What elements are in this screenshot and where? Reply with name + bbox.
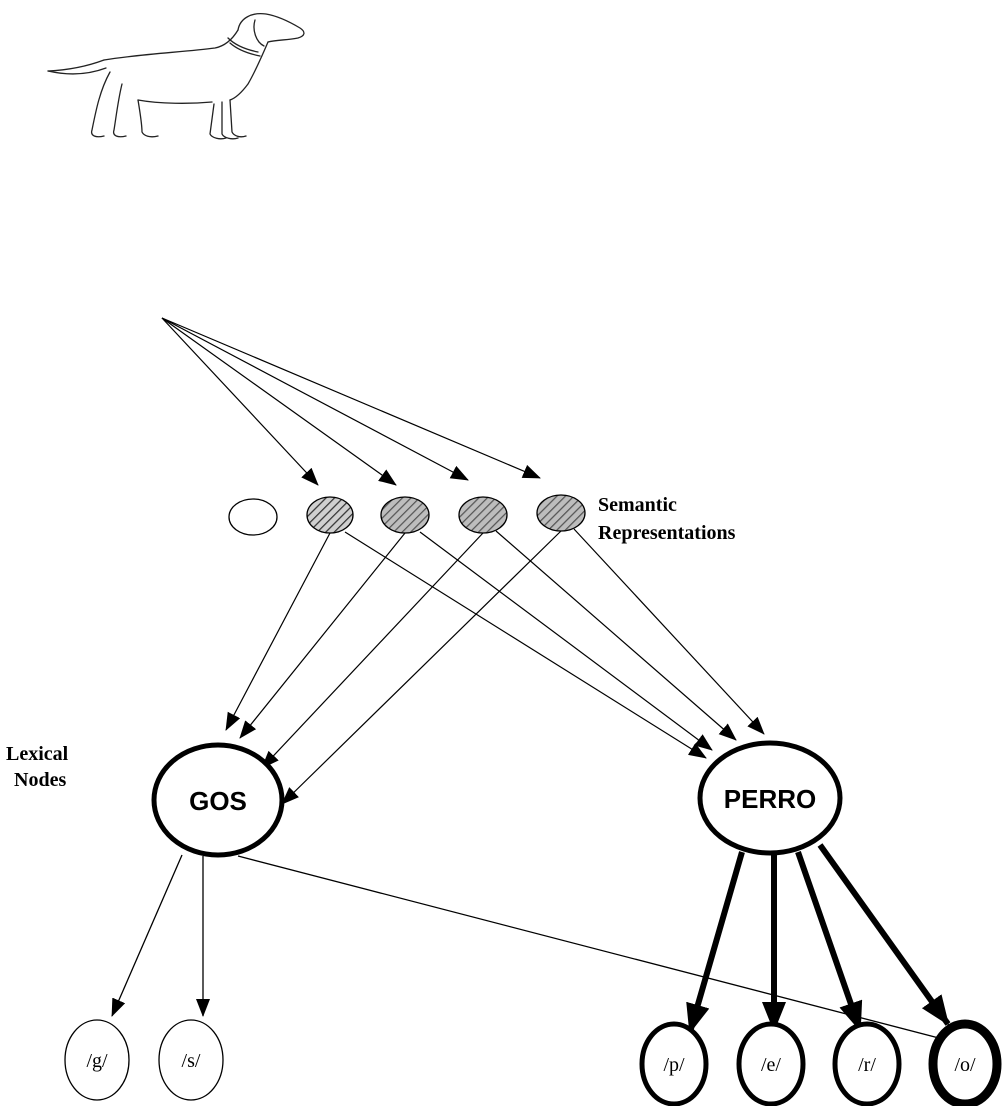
arrow-picture-sem4 — [161, 317, 541, 479]
arrow-perro-p — [686, 851, 745, 1034]
semantic-node-2 — [380, 496, 430, 534]
semantic-label-line2: Representations — [598, 522, 736, 544]
phoneme-node-p — [639, 1021, 709, 1106]
semantic-to-lexical-arrows — [225, 528, 765, 805]
lexical-node-gos-label: GOS — [189, 786, 247, 816]
arrow-sem4-gos — [281, 530, 562, 805]
lexical-node-gos — [151, 742, 285, 858]
semantic-node-1 — [306, 496, 354, 534]
lexical-label-line1: Lexical — [6, 743, 69, 765]
arrow-sem3-perro — [495, 530, 737, 741]
lexical-label-line2: Nodes — [14, 769, 66, 791]
phoneme-node-e — [736, 1021, 806, 1106]
semantic-node-4 — [536, 494, 586, 532]
picture-to-semantic-arrows — [161, 317, 541, 486]
phoneme-node-s — [158, 1019, 224, 1101]
arrow-sem1-perro — [344, 531, 707, 759]
lexical-node-perro — [697, 740, 843, 856]
arrow-sem4-perro — [573, 528, 765, 735]
arrow-perro-o — [817, 843, 951, 1026]
arrow-gos-o — [237, 855, 986, 1051]
arrow-sem2-perro — [419, 531, 713, 751]
arrow-picture-sem2 — [161, 317, 397, 486]
dog-icon — [47, 12, 305, 140]
arrow-gos-g — [111, 854, 183, 1017]
lexical-node-perro-label: PERRO — [724, 784, 816, 814]
phoneme-label-s: /s/ — [182, 1050, 201, 1072]
phoneme-label-e: /e/ — [761, 1054, 781, 1076]
phoneme-label-r: /r/ — [858, 1054, 876, 1076]
phoneme-node-r — [832, 1021, 902, 1106]
semantic-label-line1: Semantic — [598, 494, 677, 516]
semantic-nodes — [228, 494, 586, 536]
phoneme-nodes — [64, 1019, 1002, 1106]
phoneme-node-o — [928, 1019, 1002, 1106]
arrow-picture-sem1 — [161, 317, 319, 486]
phoneme-label-o: /o/ — [954, 1054, 976, 1076]
phoneme-label-p: /p/ — [663, 1054, 685, 1076]
arrow-picture-sem3 — [161, 317, 469, 481]
arrow-sem1-gos — [225, 532, 331, 731]
semantic-node-3 — [458, 496, 508, 534]
perro-to-phoneme-arrows — [686, 843, 951, 1034]
semantic-node-empty — [228, 498, 278, 536]
arrow-sem2-gos — [239, 532, 406, 739]
phoneme-label-g: /g/ — [86, 1050, 108, 1072]
arrow-perro-r — [795, 851, 863, 1032]
phoneme-node-g — [64, 1019, 130, 1101]
arrow-sem3-gos — [261, 532, 484, 769]
